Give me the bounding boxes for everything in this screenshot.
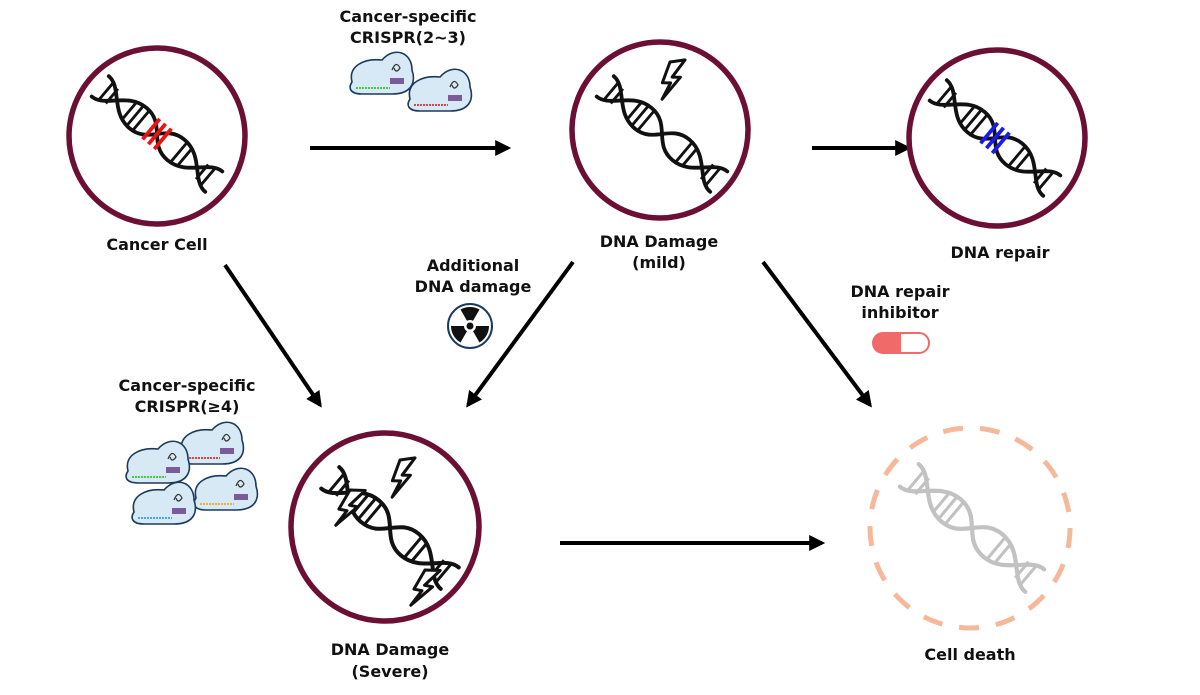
node-dna-damage-mild: DNA Damage (mild) — [569, 39, 751, 272]
lightning-bolt-icon — [386, 452, 417, 502]
lightning-bolt-icon — [656, 54, 687, 104]
crispr-complex-icon — [407, 68, 473, 112]
additional-damage-line2: DNA damage — [415, 277, 532, 296]
cell-ring — [66, 45, 248, 227]
label-damage-severe-1: DNA Damage — [331, 640, 450, 659]
dna-helix-icon — [89, 74, 225, 194]
cell-ring — [569, 39, 751, 221]
label-cell-death: Cell death — [924, 645, 1015, 664]
pill-icon — [872, 332, 930, 354]
annotation-crispr-2-3: Cancer-specific CRISPR(2~3) — [340, 7, 477, 112]
label-cancer-cell: Cancer Cell — [106, 235, 207, 254]
radiation-icon — [447, 303, 493, 349]
label-dna-repair: DNA repair — [951, 243, 1050, 262]
arrow-mild-to-severe — [466, 260, 575, 408]
annotation-additional-damage: Additional DNA damage — [415, 256, 532, 349]
crispr-complex-icon — [179, 421, 245, 465]
cell-ring — [906, 47, 1088, 229]
dashed-cell-ring — [867, 425, 1073, 631]
node-dna-repair: DNA repair — [906, 47, 1088, 262]
annotation-crispr-4: Cancer-specific CRISPR(≥4) — [119, 376, 259, 525]
node-cell-death: Cell death — [867, 425, 1073, 664]
crispr-complex-icon — [193, 467, 259, 511]
label-damage-severe-2: (Severe) — [351, 662, 428, 681]
node-cancer-cell: Cancer Cell — [66, 45, 248, 254]
crispr-complex-icon — [349, 51, 415, 95]
arrow-cancer-to-severe — [223, 263, 322, 408]
dna-helix-icon — [594, 74, 730, 194]
crispr-4-line2: CRISPR(≥4) — [135, 397, 240, 416]
annotation-repair-inhibitor: DNA repair inhibitor — [851, 282, 950, 354]
cell-ring — [288, 430, 482, 624]
dna-helix-faded-icon — [900, 464, 1044, 592]
repair-inhibitor-line2: inhibitor — [861, 303, 938, 322]
dna-helix-icon — [927, 78, 1063, 198]
repair-inhibitor-line1: DNA repair — [851, 282, 950, 301]
additional-damage-line1: Additional — [427, 256, 520, 275]
crispr-complex-icon — [131, 481, 197, 525]
crispr-complex-icon — [125, 440, 191, 484]
crispr-2-3-line1: Cancer-specific — [340, 7, 477, 26]
label-damage-mild-1: DNA Damage — [600, 232, 719, 251]
crispr-4-line1: Cancer-specific — [119, 376, 256, 395]
crispr-2-3-line2: CRISPR(2~3) — [350, 28, 466, 47]
node-dna-damage-severe: DNA Damage (Severe) — [288, 430, 482, 681]
arrow-mild-to-death — [761, 260, 872, 408]
label-damage-mild-2: (mild) — [632, 253, 686, 272]
